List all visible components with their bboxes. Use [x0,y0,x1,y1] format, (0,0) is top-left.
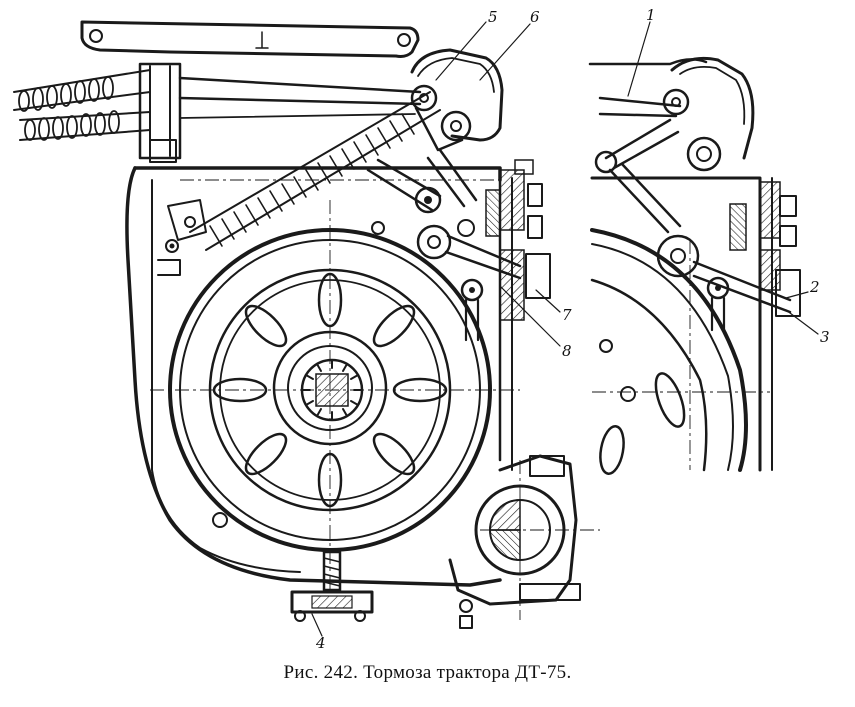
callout-4: 4 [315,634,326,652]
top-bracket [80,20,420,58]
callout-2: 2 [809,278,820,296]
detail-view [588,56,801,475]
cable-bellows [13,62,422,163]
callout-5: 5 [488,8,498,26]
callout-1: 1 [646,6,656,24]
bottom-adjuster [290,550,374,622]
callout-labels: 5 6 1 2 3 7 8 4 [315,6,830,652]
callout-3: 3 [820,328,830,346]
figure-caption: Рис. 242. Тормоза трактора ДТ-75. [283,662,572,683]
brake-housing [125,159,534,587]
callout-6: 6 [530,8,540,26]
main-view [13,20,600,629]
leader-lines [311,21,819,637]
brake-assembly-drawing: 5 6 1 2 3 7 8 4 [13,6,830,652]
callout-8: 8 [562,342,572,360]
callout-7: 7 [562,306,572,324]
lower-housing [448,454,581,629]
